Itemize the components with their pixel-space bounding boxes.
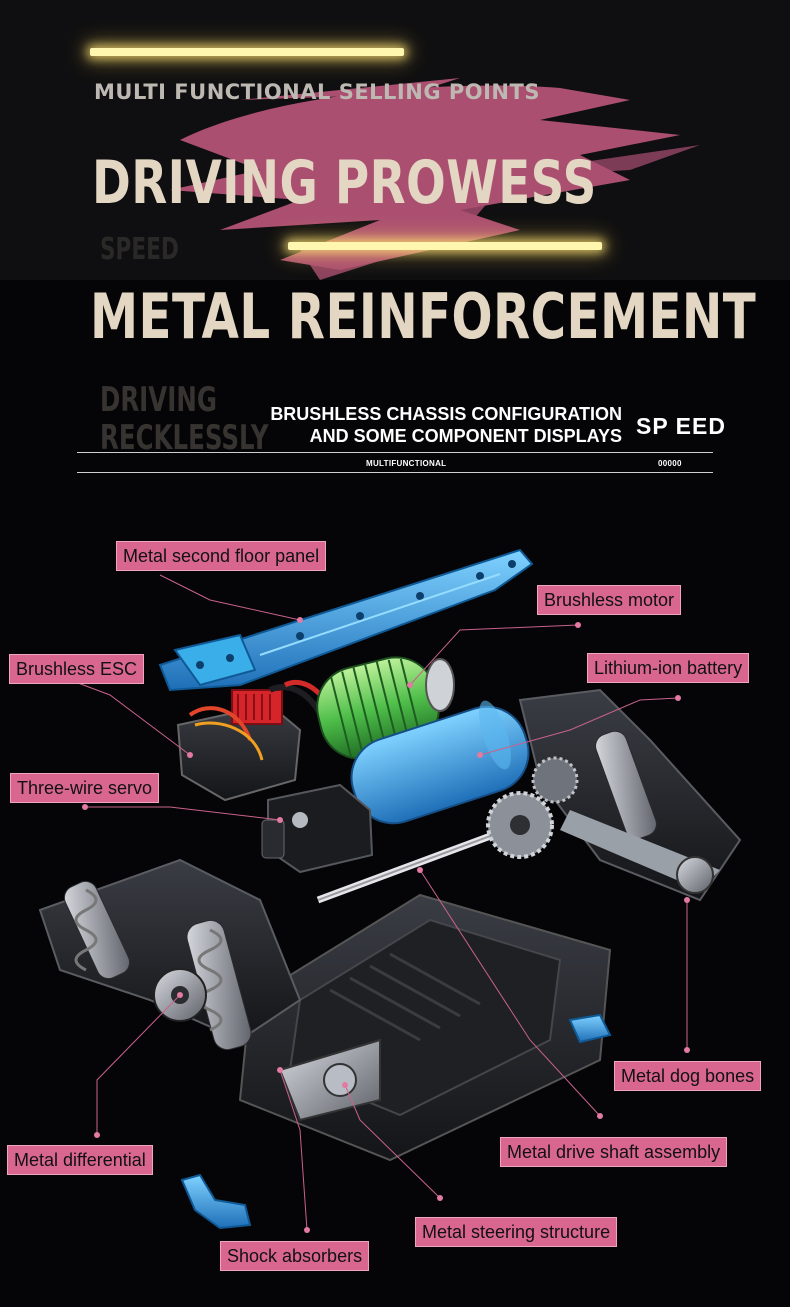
speed-label: SP EED: [636, 413, 726, 439]
front-suspension: [518, 688, 742, 902]
callout-lithium-battery: Lithium-ion battery: [587, 653, 750, 683]
rc-chassis-illustration: [38, 548, 742, 1233]
caption-number: 00000: [658, 459, 682, 468]
callout-shock-absorbers: Shock absorbers: [220, 1241, 370, 1271]
caption-multifunctional: MULTIFUNCTIONAL: [366, 459, 447, 468]
callout-brushless-motor: Brushless motor: [537, 585, 682, 615]
headline-driving-prowess: DRIVING PROWESS: [92, 148, 597, 218]
brushless-esc: [176, 679, 341, 802]
ghost-text-driving: DRIVING: [100, 380, 217, 420]
subtitle-line-1: BRUSHLESS CHASSIS CONFIGURATION: [270, 404, 622, 424]
callout-metal-steering: Metal steering structure: [415, 1217, 618, 1247]
callout-metal-differential: Metal differential: [7, 1145, 153, 1175]
spur-gear: [486, 756, 579, 859]
three-wire-servo: [261, 783, 374, 874]
glow-bar-top: [90, 48, 404, 56]
ghost-text-speed: SPEED: [100, 232, 179, 267]
leader-dots: [67, 617, 690, 1233]
rule-bottom: [77, 472, 713, 473]
glow-bar-middle: [288, 242, 602, 250]
chassis-tub: [238, 893, 612, 1162]
callout-brushless-esc: Brushless ESC: [9, 654, 145, 684]
second-floor-panel: [158, 548, 534, 692]
headline-metal-reinforcement: METAL REINFORCEMENT: [90, 280, 757, 353]
callout-metal-dog-bones: Metal dog bones: [614, 1061, 762, 1091]
kicker-text: MULTI FUNCTIONAL SELLING POINTS: [94, 80, 540, 104]
subtitle-line-2: AND SOME COMPONENT DISPLAYS: [309, 426, 622, 446]
callout-metal-drive-shaft: Metal drive shaft assembly: [500, 1137, 728, 1167]
ghost-text-recklessly: RECKLESSLY: [100, 418, 269, 458]
lithium-battery: [350, 700, 530, 825]
callout-second-floor-panel: Metal second floor panel: [116, 541, 327, 571]
blue-arm-mounts: [180, 1013, 612, 1230]
callout-three-wire-servo: Three-wire servo: [10, 773, 160, 803]
rule-top: [77, 452, 713, 453]
leader-lines: [69, 574, 688, 1231]
brush-stroke-graphic: [170, 78, 700, 280]
